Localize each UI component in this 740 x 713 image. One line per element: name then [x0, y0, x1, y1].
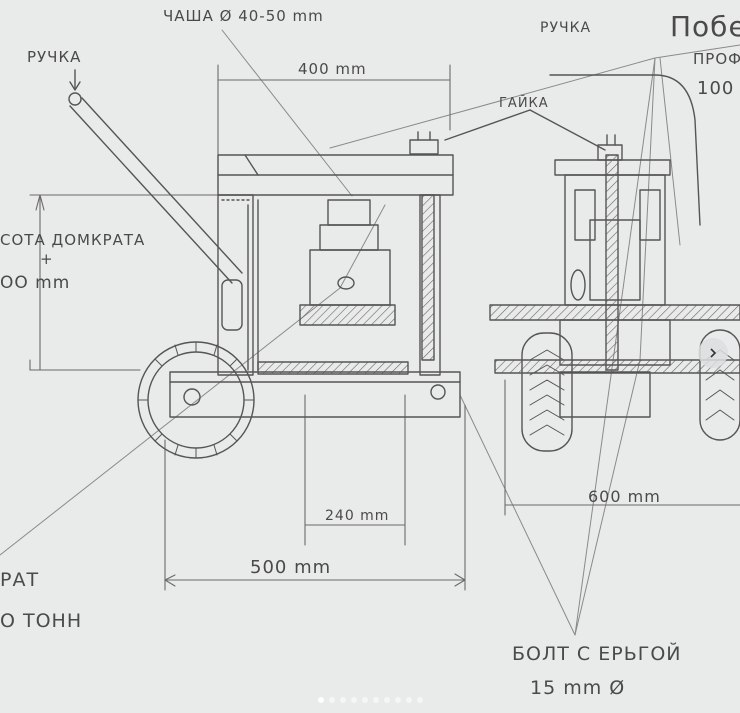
width-400-label: 400 mm	[298, 60, 367, 78]
carousel-dot[interactable]	[361, 697, 368, 703]
carousel-dot[interactable]	[350, 697, 357, 703]
bolt-diameter-label: 15 mm Ø	[530, 677, 626, 699]
top-right-text-3: 100	[697, 78, 735, 99]
nut-label: ГАЙКА	[499, 96, 549, 111]
carousel-dot[interactable]	[405, 697, 412, 703]
carousel-dot[interactable]	[372, 697, 379, 703]
carousel-dot[interactable]	[317, 697, 324, 703]
width-240-label: 240 mm	[325, 508, 390, 524]
carousel-dots	[0, 697, 740, 703]
bolt-label: БОЛТ С ЕРЬГОЙ	[512, 643, 682, 665]
handle-left-label: РУЧКА	[27, 48, 82, 66]
top-right-text-1: Побе	[670, 10, 740, 43]
jack-label-1: РАТ	[0, 569, 40, 591]
jack-height-label: СОТА ДОМКРАТА	[0, 231, 146, 249]
jack-label-2: О ТОНН	[0, 610, 83, 632]
next-image-button[interactable]	[698, 338, 728, 368]
carousel-dot[interactable]	[339, 697, 346, 703]
jack-height-mm: ОО mm	[0, 273, 71, 293]
bowl-label: ЧАША Ø 40-50 mm	[163, 7, 324, 25]
width-500-label: 500 mm	[250, 557, 332, 578]
carousel-dot[interactable]	[394, 697, 401, 703]
width-600-label: 600 mm	[588, 487, 661, 506]
top-right-text-2: ПРОФ	[693, 50, 740, 68]
carousel-dot[interactable]	[416, 697, 423, 703]
handle-right-label: РУЧКА	[540, 20, 592, 36]
carousel-dot[interactable]	[383, 697, 390, 703]
chevron-right-icon	[710, 348, 717, 358]
jack-height-plus: +	[40, 250, 54, 268]
carousel-dot[interactable]	[328, 697, 335, 703]
